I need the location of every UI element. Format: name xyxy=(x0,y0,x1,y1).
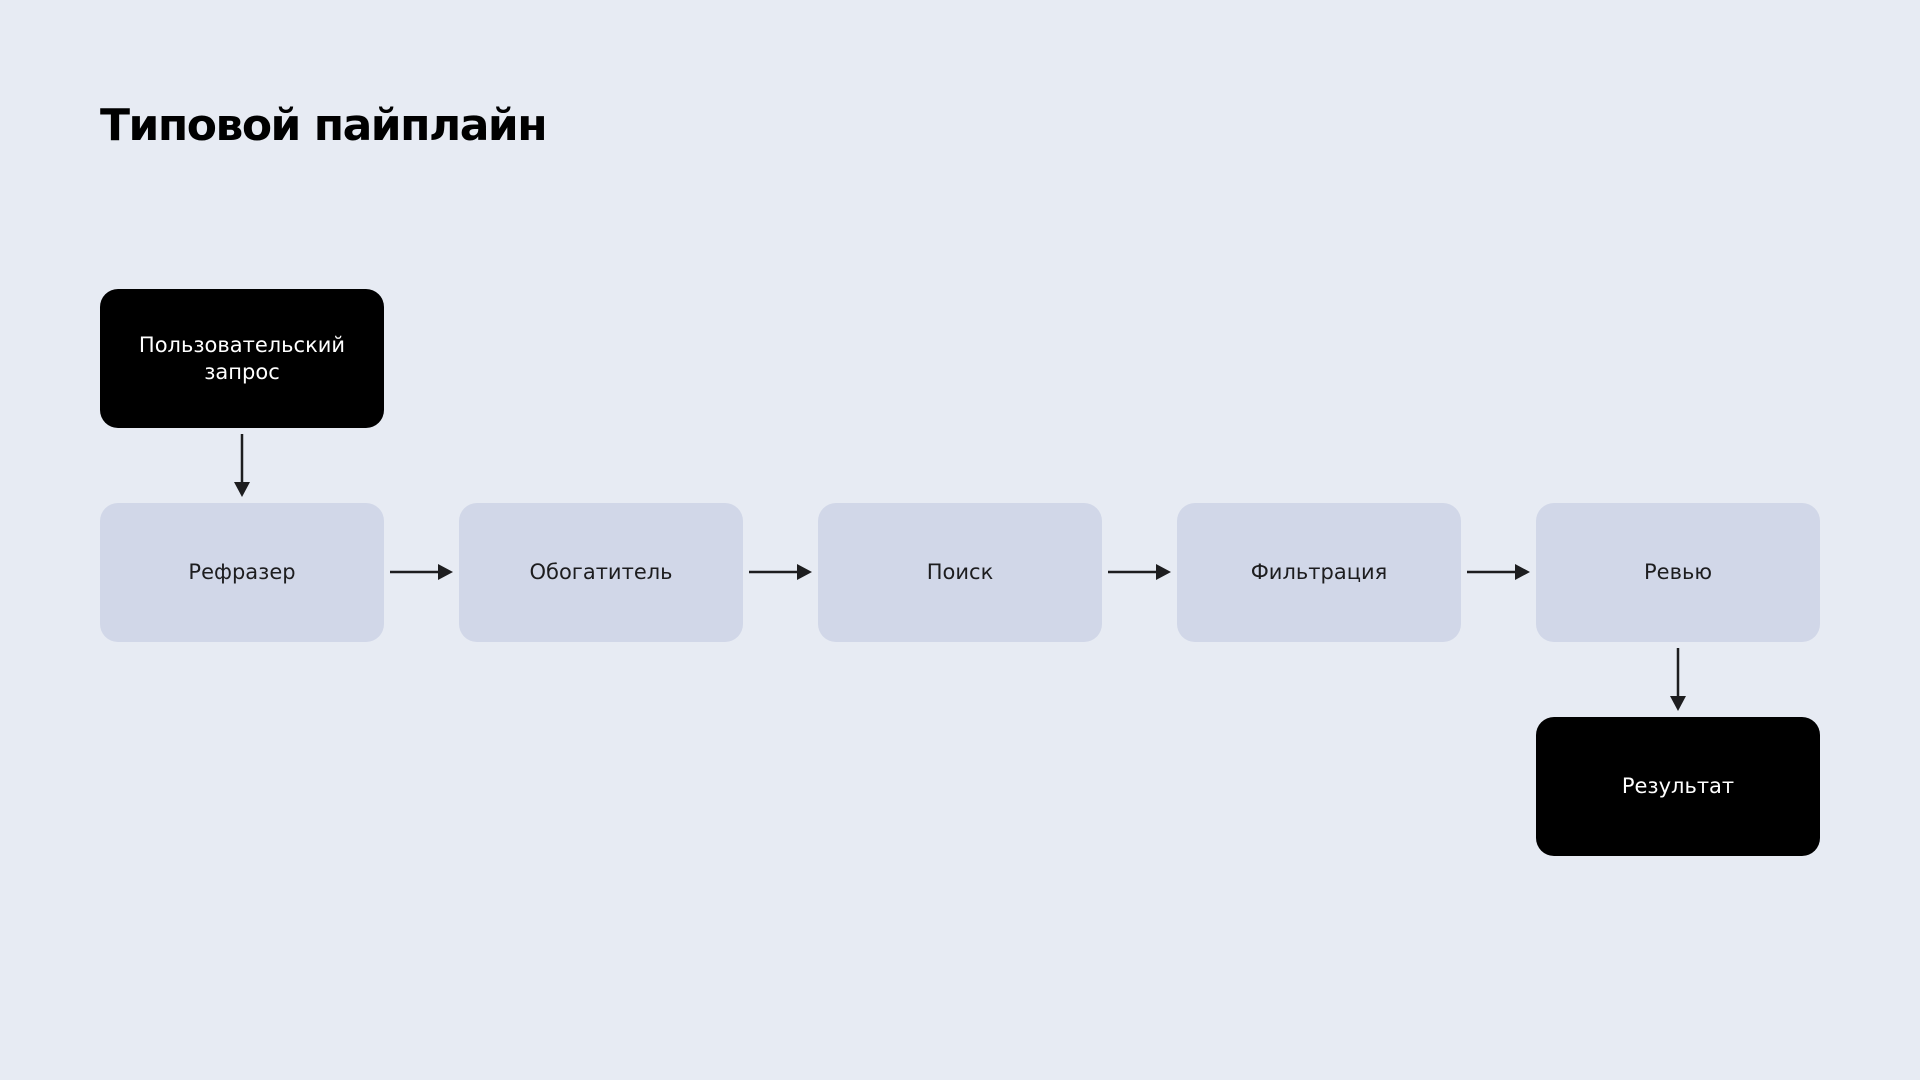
arrowhead-right-icon xyxy=(1156,564,1171,580)
node-result-label: Результат xyxy=(1621,774,1735,798)
node-result: Результат xyxy=(1536,717,1820,856)
page-title: Типовой пайплайн xyxy=(100,100,548,151)
node-enricher: Обогатитель xyxy=(459,503,743,642)
node-review-label: Ревью xyxy=(1643,560,1712,584)
arrowhead-right-icon xyxy=(1515,564,1530,580)
node-search-label: Поиск xyxy=(926,560,994,584)
arrowhead-down-icon xyxy=(234,482,250,497)
node-enricher-label: Обогатитель xyxy=(529,560,673,584)
node-filtering: Фильтрация xyxy=(1177,503,1461,642)
node-user-request-label: Пользовательский запрос xyxy=(138,332,346,384)
arrowhead-right-icon xyxy=(438,564,453,580)
node-review: Ревью xyxy=(1536,503,1820,642)
node-rephraser: Рефразер xyxy=(100,503,384,642)
node-search: Поиск xyxy=(818,503,1102,642)
arrowhead-down-icon xyxy=(1670,696,1686,711)
arrowhead-right-icon xyxy=(797,564,812,580)
node-user-request: Пользовательский запрос xyxy=(100,289,384,428)
node-filtering-label: Фильтрация xyxy=(1250,560,1388,584)
node-rephraser-label: Рефразер xyxy=(188,560,296,584)
